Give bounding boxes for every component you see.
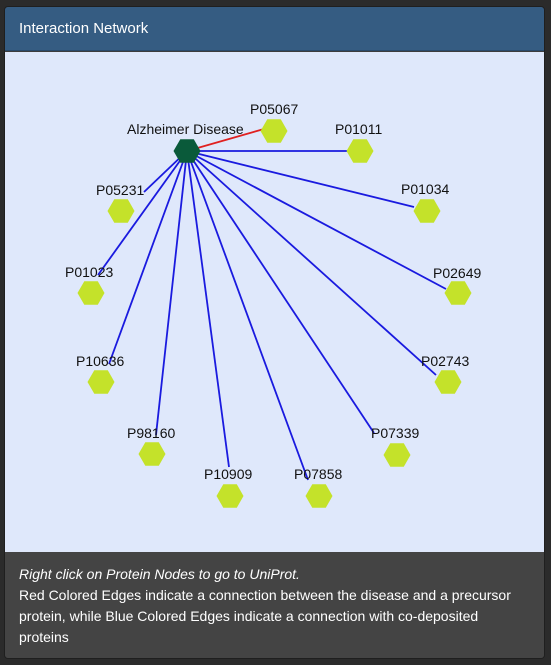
- edge-p05067: [186, 128, 265, 152]
- protein-node-p10909[interactable]: [216, 484, 244, 508]
- protein-label-p02743: P02743: [421, 353, 469, 369]
- protein-node-p01011[interactable]: [346, 139, 374, 163]
- protein-label-p05067: P05067: [250, 101, 298, 117]
- protein-label-p01011: P01011: [335, 121, 382, 137]
- panel-footer: Right click on Protein Nodes to go to Un…: [5, 552, 544, 658]
- uniprot-hint: Right click on Protein Nodes to go to Un…: [19, 566, 300, 582]
- edge-p02649: [186, 150, 447, 290]
- edge-p10909: [186, 150, 230, 468]
- protein-label-p07339: P07339: [371, 425, 419, 441]
- edge-color-legend-text: Red Colored Edges indicate a connection …: [19, 587, 511, 645]
- protein-label-p05231: P05231: [96, 182, 144, 198]
- edge-p10636: [108, 150, 188, 365]
- protein-label-p01034: P01034: [401, 181, 449, 197]
- protein-node-p07339[interactable]: [383, 443, 411, 467]
- nodes-layer: [77, 119, 472, 508]
- protein-node-p02743[interactable]: [434, 370, 462, 394]
- panel-title: Interaction Network: [5, 7, 544, 51]
- protein-node-p05067[interactable]: [260, 119, 288, 143]
- protein-node-p05231[interactable]: [107, 199, 135, 223]
- protein-label-p98160: P98160: [127, 425, 175, 441]
- edge-p02743: [186, 150, 437, 376]
- protein-node-p98160[interactable]: [138, 442, 166, 466]
- network-graph[interactable]: P05067P01011P01034P02649P02743P07339P078…: [5, 52, 544, 552]
- protein-node-p07858[interactable]: [305, 484, 333, 508]
- protein-node-p01023[interactable]: [77, 281, 105, 305]
- protein-node-p02649[interactable]: [444, 281, 472, 305]
- disease-node-label: Alzheimer Disease: [127, 121, 244, 137]
- protein-node-p10636[interactable]: [87, 370, 115, 394]
- edge-p01034: [186, 150, 415, 208]
- edge-p98160: [155, 150, 188, 436]
- protein-label-p10909: P10909: [204, 466, 252, 482]
- labels-layer: P05067P01011P01034P02649P02743P07339P078…: [65, 101, 481, 482]
- edge-p07339: [186, 150, 375, 434]
- protein-label-p02649: P02649: [433, 265, 481, 281]
- protein-label-p10636: P10636: [76, 353, 124, 369]
- protein-node-p01034[interactable]: [413, 199, 441, 223]
- edge-p01023: [97, 150, 188, 276]
- edge-p07858: [186, 150, 309, 481]
- disease-node[interactable]: [173, 139, 201, 163]
- protein-label-p01023: P01023: [65, 264, 113, 280]
- protein-label-p07858: P07858: [294, 466, 342, 482]
